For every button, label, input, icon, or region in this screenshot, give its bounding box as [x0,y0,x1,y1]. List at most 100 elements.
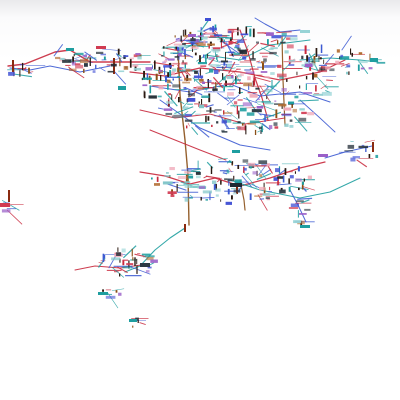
label-chip[interactable] [339,56,350,60]
station-tick-icon[interactable] [209,107,212,113]
station-tick-icon[interactable] [152,65,153,69]
label-chip[interactable] [194,70,198,74]
label-chip[interactable] [206,110,216,112]
label-chip[interactable] [268,125,273,129]
label-chip[interactable] [66,48,74,51]
label-chip[interactable] [174,56,180,58]
station-tick-icon[interactable] [205,55,207,63]
label-chip[interactable] [107,70,114,73]
label-chip[interactable] [249,120,260,124]
label-chip[interactable] [182,106,189,110]
station-tick-icon[interactable] [207,53,209,59]
station-tick-icon[interactable] [236,105,238,115]
label-chip[interactable] [237,99,243,101]
label-chip[interactable] [264,102,274,105]
label-chip[interactable] [273,177,279,181]
label-chip[interactable] [201,95,210,99]
station-tick-icon[interactable] [267,39,269,45]
station-tick-icon[interactable] [141,77,143,81]
label-chip[interactable] [250,58,256,61]
label-chip[interactable] [256,106,264,109]
station-tick-icon[interactable] [89,57,91,66]
label-chip[interactable] [277,73,287,78]
station-tick-icon[interactable] [205,115,207,123]
label-chip[interactable] [172,84,181,88]
station-tick-icon[interactable] [237,164,240,169]
label-chip[interactable] [286,44,294,49]
label-chip[interactable] [188,34,196,37]
label-chip[interactable] [196,175,201,179]
label-chip[interactable] [193,75,204,79]
label-chip[interactable] [195,171,201,175]
label-chip[interactable] [1,209,11,213]
station-tick-icon[interactable] [357,64,360,71]
station-tick-icon[interactable] [103,254,106,259]
label-chip[interactable] [298,117,307,122]
station-tick-icon[interactable] [281,104,283,109]
station-tick-icon[interactable] [288,178,290,184]
station-tick-icon[interactable] [254,129,257,135]
label-chip[interactable] [234,179,242,184]
label-chip[interactable] [262,55,268,58]
station-tick-icon[interactable] [103,56,106,60]
label-chip[interactable] [205,18,211,21]
label-chip[interactable] [184,181,191,184]
label-chip[interactable] [233,189,241,193]
label-chip[interactable] [71,61,76,66]
label-chip[interactable] [260,71,268,73]
label-chip[interactable] [307,175,312,180]
label-chip[interactable] [183,87,187,90]
label-chip[interactable] [252,171,258,175]
label-chip[interactable] [288,207,299,209]
station-tick-icon[interactable] [211,124,213,127]
label-chip[interactable] [123,66,129,70]
label-chip[interactable] [307,112,315,116]
label-chip[interactable] [157,95,162,98]
station-tick-icon[interactable] [194,52,197,56]
station-tick-icon[interactable] [286,78,288,82]
station-tick-icon[interactable] [167,72,169,77]
label-chip[interactable] [312,93,323,96]
station-tick-icon[interactable] [154,60,156,70]
station-tick-icon[interactable] [146,73,149,81]
label-chip[interactable] [301,111,307,115]
label-chip[interactable] [235,44,240,48]
label-chip[interactable] [135,317,139,321]
label-chip[interactable] [299,213,307,215]
label-chip[interactable] [129,319,137,322]
station-tick-icon[interactable] [178,97,180,103]
label-chip[interactable] [314,73,318,78]
station-tick-icon[interactable] [245,26,248,35]
station-tick-icon[interactable] [284,168,287,175]
station-tick-icon[interactable] [209,191,211,201]
label-chip[interactable] [264,88,273,93]
station-tick-icon[interactable] [102,253,105,263]
label-chip[interactable] [145,67,153,71]
station-tick-icon[interactable] [223,61,226,66]
label-chip[interactable] [261,61,265,64]
label-chip[interactable] [286,37,291,40]
label-chip[interactable] [183,35,189,38]
station-tick-icon[interactable] [233,175,235,181]
label-chip[interactable] [215,194,219,197]
label-chip[interactable] [190,38,196,42]
station-tick-icon[interactable] [220,41,222,49]
station-tick-icon[interactable] [210,166,213,174]
label-chip[interactable] [222,76,226,81]
station-tick-icon[interactable] [304,45,307,54]
station-tick-icon[interactable] [231,53,234,56]
station-tick-icon[interactable] [8,190,10,202]
label-chip[interactable] [221,120,227,124]
label-chip[interactable] [186,69,191,72]
station-tick-icon[interactable] [199,55,201,63]
station-tick-icon[interactable] [160,75,162,81]
label-chip[interactable] [335,60,340,65]
station-tick-icon[interactable] [235,76,237,81]
label-chip[interactable] [255,87,260,90]
station-tick-icon[interactable] [248,83,250,90]
station-tick-icon[interactable] [369,53,371,61]
station-tick-icon[interactable] [214,183,217,191]
label-chip[interactable] [133,54,140,58]
label-chip[interactable] [150,259,158,263]
